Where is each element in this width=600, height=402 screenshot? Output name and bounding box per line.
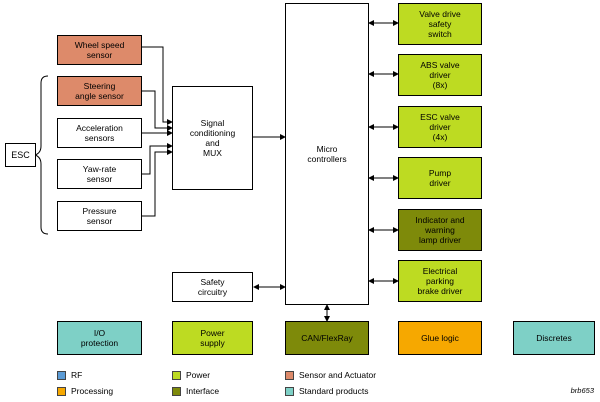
signal-conditioning-mux: Signal conditioning and MUX	[172, 86, 253, 190]
legend-swatch	[172, 386, 181, 396]
figure-code: brb653	[570, 386, 594, 395]
yaw-rate-sensor: Yaw-rate sensor	[57, 159, 142, 189]
wire-pressure	[142, 149, 173, 217]
legend-label: RF	[71, 370, 83, 380]
indicator-lamp-driver: Indicator and warning lamp driver	[398, 209, 482, 251]
legend-label: Power	[186, 370, 211, 380]
legend-swatch	[57, 370, 66, 380]
legend-swatch	[285, 386, 294, 396]
parking-brake-driver: Electrical parking brake driver	[398, 260, 482, 302]
acceleration-sensors: Acceleration sensors	[57, 118, 142, 148]
valve-drive-safety-switch: Valve drive safety switch	[398, 3, 482, 45]
legend-label: Interface	[186, 386, 220, 396]
wire-steering	[142, 90, 173, 131]
abs-valve-driver: ABS valve driver (8x)	[398, 54, 482, 96]
wheel-speed-sensor: Wheel speed sensor	[57, 35, 142, 65]
legend-swatch	[57, 386, 66, 396]
safety-circuitry: Safety circuitry	[172, 272, 253, 302]
pressure-sensor: Pressure sensor	[57, 201, 142, 231]
legend-swatch	[285, 370, 294, 380]
legend-processing: Processing	[57, 386, 113, 396]
legend-label: Standard products	[299, 386, 369, 396]
legend-power: Power	[172, 370, 210, 380]
legend-sensor-actuator: Sensor and Actuator	[285, 370, 376, 380]
glue-logic: Glue logic	[398, 321, 482, 355]
legend-interface: Interface	[172, 386, 219, 396]
steering-angle-sensor: Steering angle sensor	[57, 76, 142, 106]
wire-yaw-rate	[142, 143, 173, 175]
micro-controllers: Micro controllers	[285, 3, 369, 305]
legend-rf: RF	[57, 370, 82, 380]
legend-label: Processing	[71, 386, 114, 396]
io-protection: I/O protection	[57, 321, 142, 355]
legend-label: Sensor and Actuator	[299, 370, 377, 380]
wire-wheel-speed	[142, 46, 173, 125]
can-flexray: CAN/FlexRay	[285, 321, 369, 355]
discretes: Discretes	[513, 321, 595, 355]
esc-valve-driver: ESC valve driver (4x)	[398, 106, 482, 148]
power-supply: Power supply	[172, 321, 253, 355]
esc-brace	[33, 75, 49, 235]
pump-driver: Pump driver	[398, 157, 482, 199]
esc-box: ESC	[5, 143, 36, 167]
legend-standard-products: Standard products	[285, 386, 368, 396]
legend-swatch	[172, 370, 181, 380]
